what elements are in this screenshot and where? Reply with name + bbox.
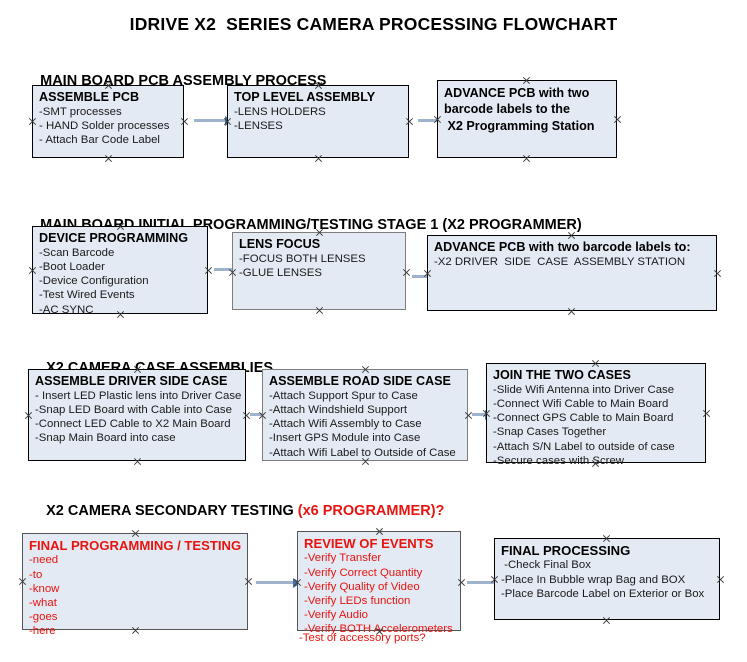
node-header: LENS FOCUS: [239, 237, 321, 251]
node-line: -Slide Wifi Antenna into Driver Case: [493, 383, 675, 396]
section-heading-4-accent: (x6 PROGRAMMER)?: [297, 503, 445, 519]
node-advance-pcb-1[interactable]: ADVANCE PCB with two barcode labels to t…: [437, 80, 617, 158]
node-line: -Attach Wifi Assembly to Case: [269, 418, 422, 431]
section-heading-4: X2 CAMERA SECONDARY TESTING (x6 PROGRAMM…: [30, 487, 444, 535]
node-line: ADVANCE PCB with two: [444, 86, 590, 100]
connector-arrow-2b: [412, 275, 436, 278]
node-line: -Verify Audio: [304, 609, 368, 622]
section-heading-4-text: X2 CAMERA SECONDARY TESTING: [46, 503, 298, 519]
node-final-programming-testing[interactable]: FINAL PROGRAMMING / TESTING -need -to -k…: [22, 533, 248, 637]
node-line: -need: [29, 554, 59, 567]
node-line: - Insert LED Plastic lens into Driver Ca…: [35, 389, 242, 402]
node-line: -Attach S/N Label to outside of case: [493, 440, 675, 453]
node-line: -Attach Wifi Label to Outside of Case: [269, 446, 456, 459]
node-header: FINAL PROCESSING: [501, 543, 631, 558]
node-line: -Place In Bubble wrap Bag and BOX: [501, 573, 686, 586]
page-title: IDRIVE X2 SERIES CAMERA PROCESSING FLOWC…: [129, 14, 618, 34]
node-review-of-events-overflow-line: -Test of accessory ports?: [299, 632, 426, 644]
node-line: -goes: [29, 611, 58, 624]
connector-arrow-3a: [250, 413, 264, 416]
node-line: -Verify Quality of Video: [304, 580, 420, 593]
node-header: TOP LEVEL ASSEMBLY: [234, 90, 376, 104]
node-header: ASSEMBLE PCB: [39, 90, 140, 104]
node-line: -Snap LED Board with Cable into Case: [35, 404, 232, 417]
node-line: -LENS HOLDERS: [234, 105, 326, 118]
node-line: -AC SYNC: [39, 303, 94, 316]
connector-arrow-4b: [467, 581, 495, 584]
node-line: X2 Programming Station: [444, 118, 595, 133]
node-line: -Test Wired Events: [39, 289, 135, 302]
node-line: -LENSES: [234, 120, 283, 133]
connector-arrow-2a: [214, 268, 234, 271]
node-line: -know: [29, 582, 60, 595]
node-line: -Scan Barcode: [39, 246, 115, 259]
node-line: -Verify LEDs function: [304, 595, 411, 607]
node-header: FINAL PROGRAMMING / TESTING: [29, 538, 242, 553]
node-line: barcode labels to the: [444, 102, 570, 117]
node-top-level-assembly[interactable]: TOP LEVEL ASSEMBLY -LENS HOLDERS -LENSES: [227, 85, 409, 158]
node-header: ASSEMBLE DRIVER SIDE CASE: [35, 374, 228, 388]
node-line: -SMT processes: [39, 105, 122, 118]
node-line: -Snap Main Board into case: [35, 432, 176, 445]
node-line: -Snap Cases Together: [493, 426, 607, 439]
node-line: -here: [29, 625, 56, 638]
node-final-processing[interactable]: FINAL PROCESSING -Check Final Box -Place…: [494, 538, 720, 620]
node-line: -Secure cases with Screw: [493, 454, 625, 467]
node-line: -Verify BOTH Accelerometers: [304, 623, 453, 636]
node-join-the-two-cases[interactable]: JOIN THE TWO CASES -Slide Wifi Antenna i…: [486, 363, 706, 467]
node-line: -X2 DRIVER SIDE CASE ASSEMBLY STATION: [434, 255, 686, 268]
node-line: -Connect GPS Cable to Main Board: [493, 412, 674, 425]
node-line: -Check Final Box: [501, 559, 591, 572]
node-assemble-driver-side-case[interactable]: ASSEMBLE DRIVER SIDE CASE - Insert LED P…: [28, 369, 246, 461]
node-line: - HAND Solder processes: [39, 120, 170, 133]
connector-arrow-1a: [194, 119, 226, 122]
node-line: -Verify Transfer: [304, 552, 382, 565]
node-review-of-events[interactable]: REVIEW OF EVENTS -Verify Transfer -Verif…: [297, 531, 461, 635]
node-advance-pcb-2[interactable]: ADVANCE PCB with two barcode labels to: …: [427, 235, 717, 311]
node-lens-focus[interactable]: LENS FOCUS -FOCUS BOTH LENSES -GLUE LENS…: [232, 232, 406, 310]
node-line: -Device Configuration: [39, 275, 149, 288]
node-header: DEVICE PROGRAMMING: [39, 231, 189, 245]
node-header: ADVANCE PCB with two barcode labels to:: [434, 240, 691, 254]
node-line: -to: [29, 568, 43, 581]
node-line: -Connect Wifi Cable to Main Board: [493, 398, 669, 411]
node-line: -Insert GPS Module into Case: [269, 432, 421, 445]
node-line: -GLUE LENSES: [239, 267, 322, 280]
node-header: ASSEMBLE ROAD SIDE CASE: [269, 374, 451, 388]
connector-arrow-1b: [418, 119, 450, 122]
node-line: - Attach Bar Code Label: [39, 134, 160, 147]
node-line: -Attach Support Spur to Case: [269, 389, 418, 402]
node-line: -Connect LED Cable to X2 Main Board: [35, 418, 231, 431]
connector-arrow-3b: [472, 413, 486, 416]
connector-arrow-4a: [256, 581, 294, 584]
node-assemble-pcb[interactable]: ASSEMBLE PCB -SMT processes - HAND Solde…: [32, 85, 184, 158]
node-header: JOIN THE TWO CASES: [493, 368, 631, 382]
node-assemble-road-side-case[interactable]: ASSEMBLE ROAD SIDE CASE -Attach Support …: [262, 369, 468, 461]
node-line: -FOCUS BOTH LENSES: [239, 252, 366, 265]
node-line: -Attach Windshield Support: [269, 404, 408, 417]
node-device-programming[interactable]: DEVICE PROGRAMMING -Scan Barcode -Boot L…: [32, 226, 208, 316]
node-line: -Place Barcode Label on Exterior or Box: [501, 587, 705, 600]
node-header: REVIEW OF EVENTS: [304, 536, 434, 551]
node-line: -what: [29, 597, 57, 609]
node-line: -Boot Loader: [39, 261, 105, 274]
node-line: -Verify Correct Quantity: [304, 566, 423, 579]
